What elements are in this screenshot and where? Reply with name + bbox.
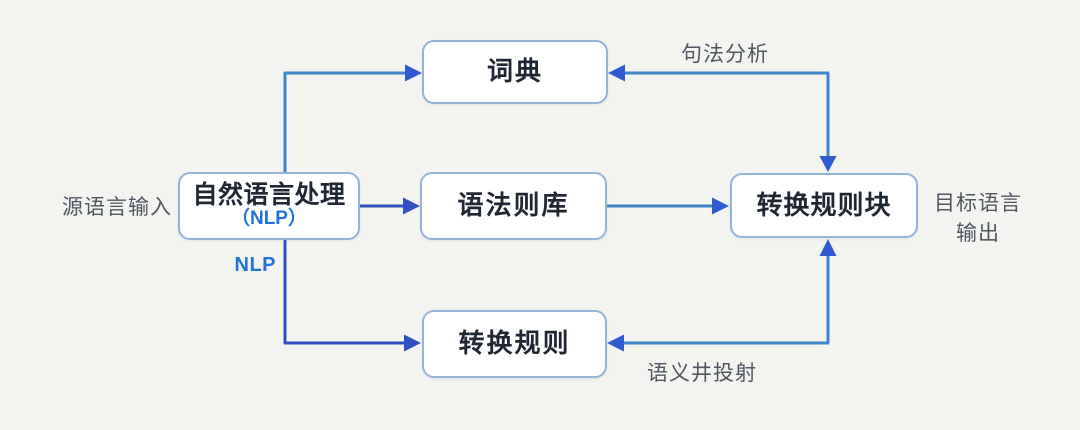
- node-nlp-sublabel: （NLP）: [230, 208, 307, 230]
- node-dictionary: 词典: [422, 40, 608, 104]
- arrowhead-into-dictionary-right: [608, 64, 625, 82]
- node-grammar-rules: 语法则库: [420, 172, 607, 240]
- arrowhead-into-block-top: [819, 156, 837, 172]
- node-nlp-label: 自然语言处理: [192, 180, 346, 209]
- label-syntax-analysis: 句法分析: [681, 43, 769, 66]
- label-source-input: 源语言输入: [62, 196, 172, 219]
- node-nlp: 自然语言处理 （NLP）: [178, 172, 360, 240]
- arrowhead-into-block-bottom: [819, 239, 837, 256]
- label-nlp-edge: NLP: [234, 254, 276, 276]
- label-target-output-line1: 目标语言: [934, 192, 1022, 215]
- node-transform-block-label: 转换规则块: [756, 189, 892, 220]
- label-target-output-line2: 输出: [956, 222, 1000, 246]
- arrowhead-into-grammar: [403, 197, 420, 215]
- arrowhead-into-transform-rules-right: [607, 334, 624, 352]
- arrow-nlp-to-transform-rules: [283, 240, 406, 345]
- arrowhead-into-dictionary-left: [405, 64, 422, 82]
- arrow-nlp-to-dictionary: [283, 71, 407, 172]
- node-transform-rules: 转换规则: [422, 310, 607, 378]
- node-dictionary-label: 词典: [486, 56, 543, 87]
- arrow-block-transform-semantic: [623, 255, 830, 345]
- arrow-block-dictionary-syntax: [624, 71, 830, 158]
- arrowhead-into-transform-rules-left: [404, 334, 421, 352]
- label-semantic-projection: 语义井投射: [647, 362, 757, 385]
- node-grammar-rules-label: 语法则库: [457, 190, 570, 221]
- arrowhead-into-block-left: [712, 197, 729, 215]
- label-target-output: 目标语言 输出: [924, 189, 1032, 250]
- node-transform-rules-label: 转换规则: [458, 328, 571, 359]
- node-transform-block: 转换规则块: [730, 173, 918, 238]
